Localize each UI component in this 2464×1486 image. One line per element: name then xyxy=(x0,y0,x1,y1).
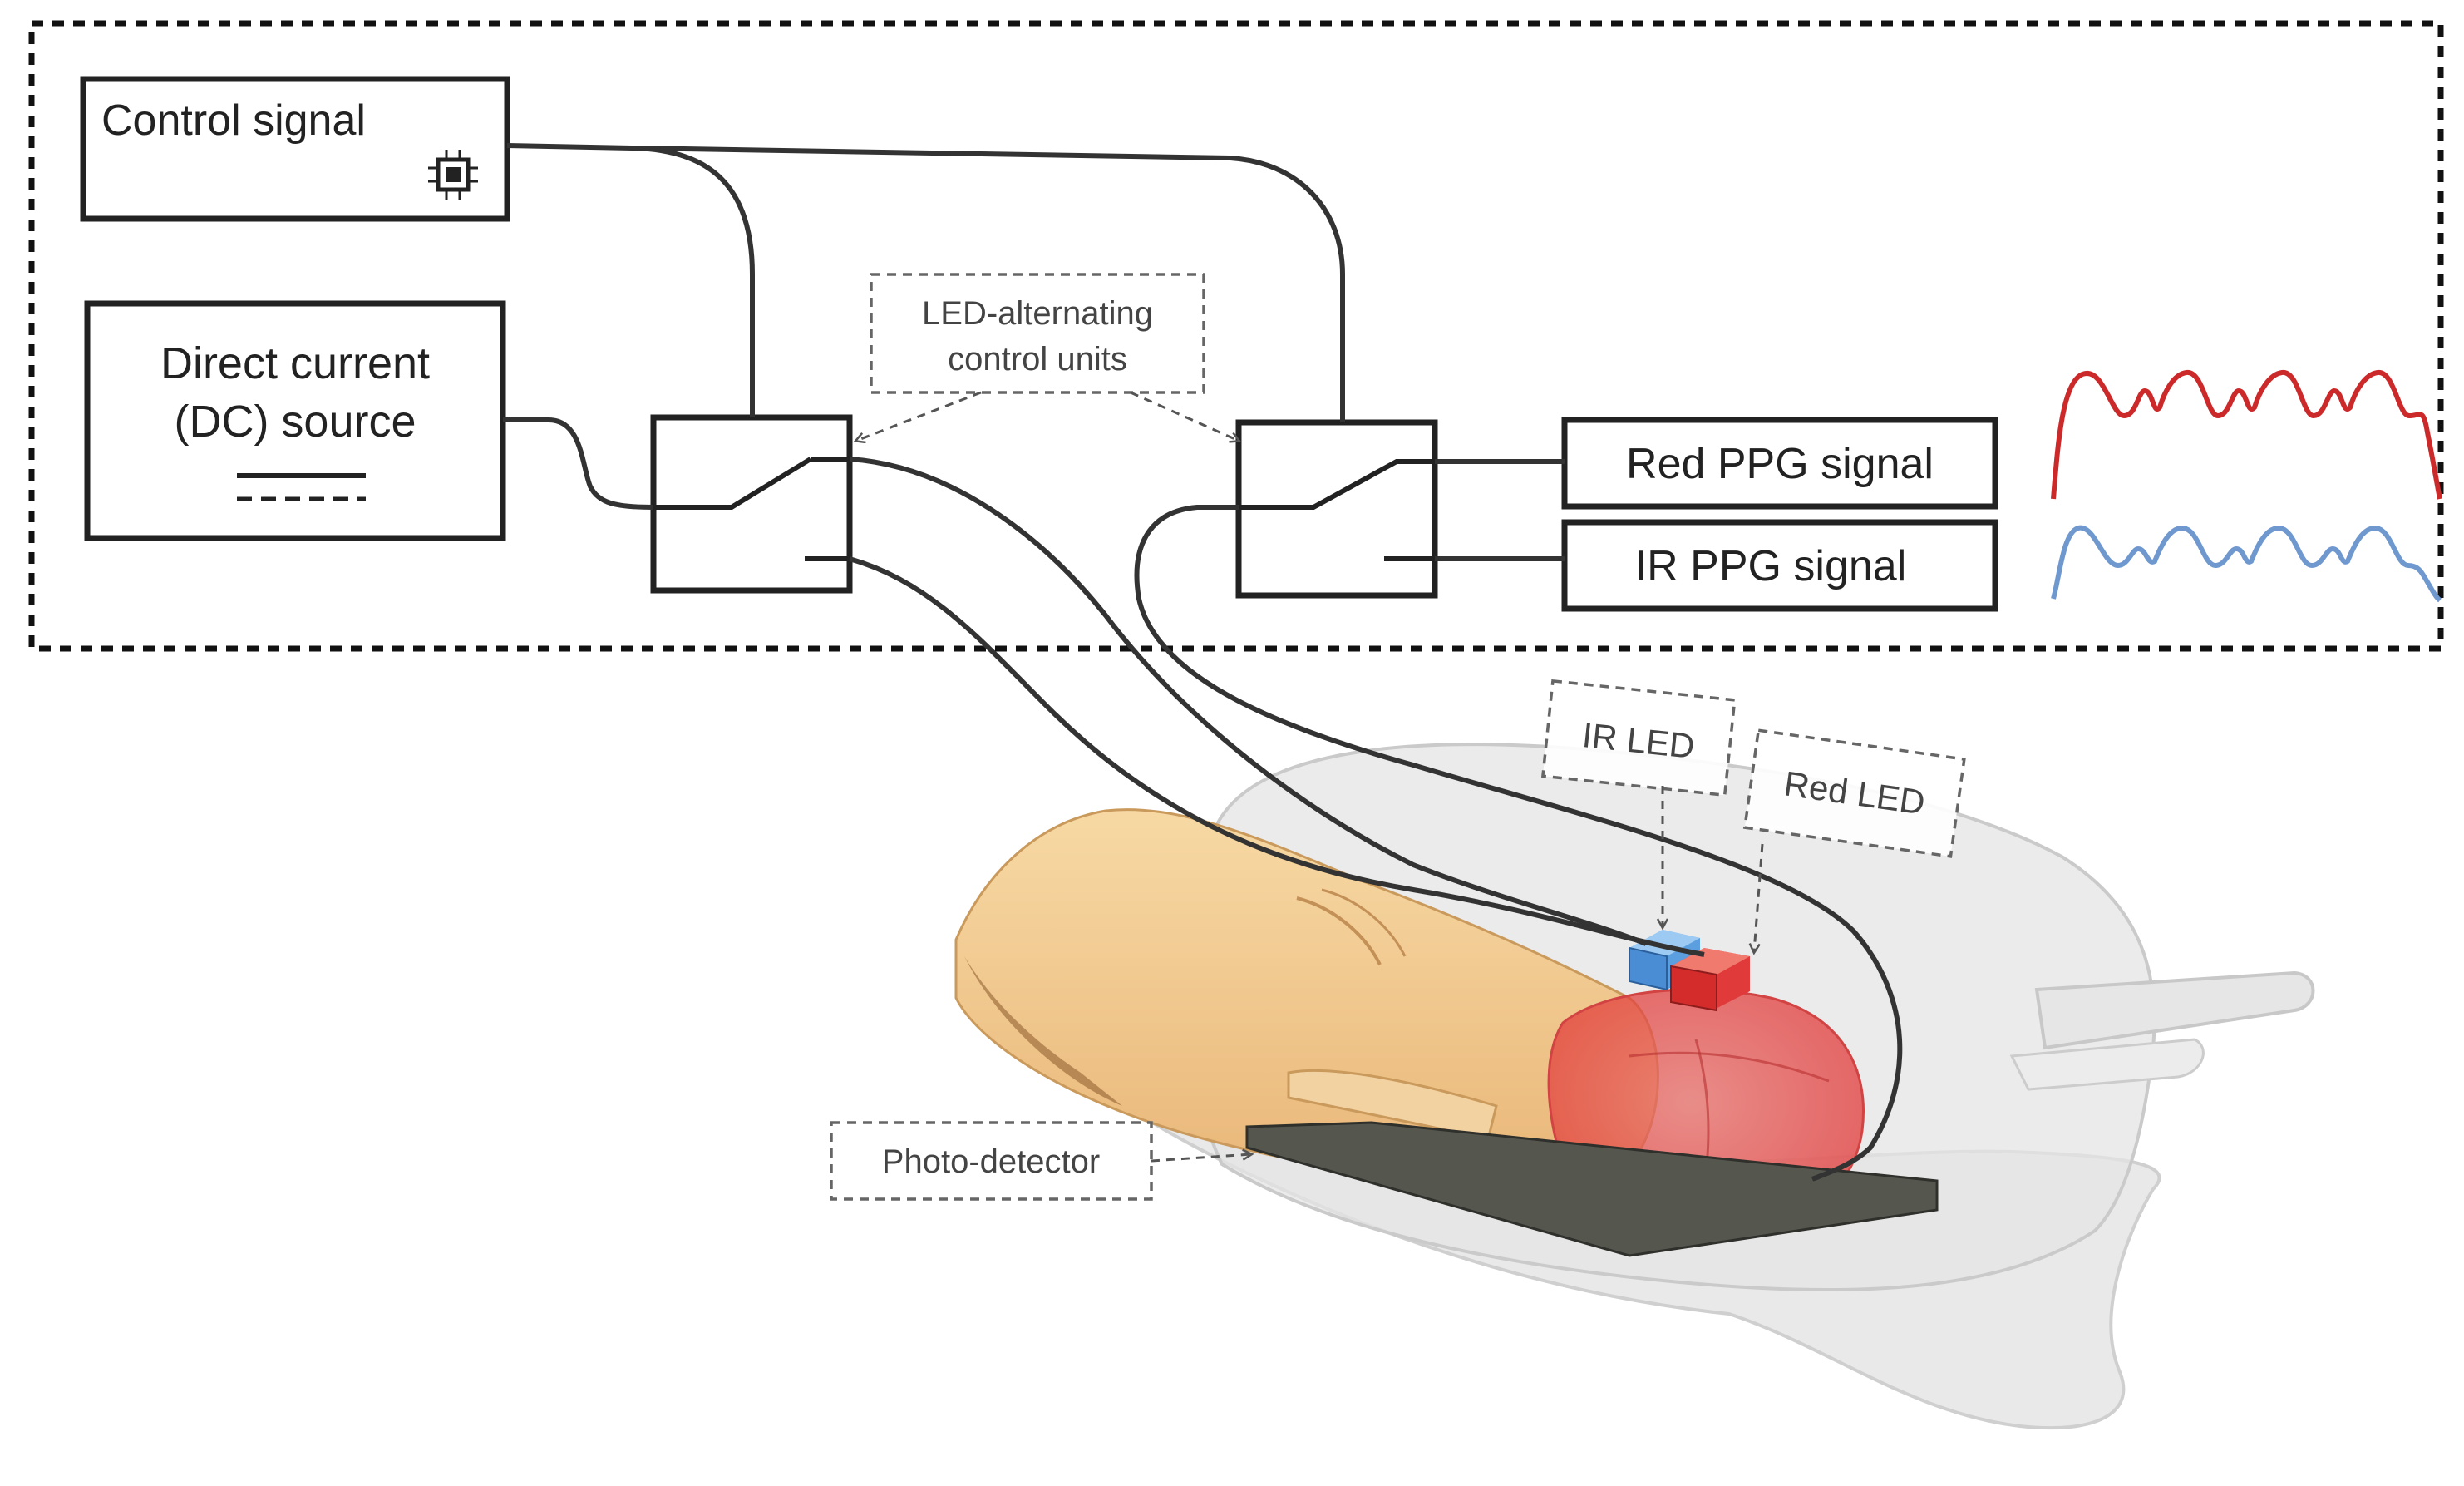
led-control-unit-right xyxy=(1235,419,1438,599)
red-led-callout: Red LED xyxy=(1742,728,1966,858)
wire-control-to-left-switch xyxy=(506,143,755,417)
led-units-label-line1: LED-alternating xyxy=(922,295,1153,332)
fingernail xyxy=(1287,1069,1498,1141)
led-units-callout: LED-alternating control units xyxy=(856,273,1239,441)
photo-detector-label: Photo-detector xyxy=(882,1143,1100,1180)
chip-icon xyxy=(428,150,478,200)
knuckle-crease xyxy=(1296,896,1382,965)
control-signal-box: Control signal xyxy=(80,76,510,222)
dc-source-label-line1: Direct current xyxy=(160,338,430,388)
callout-arrow xyxy=(1130,391,1239,441)
red-ppg-label: Red PPG signal xyxy=(1626,440,1934,488)
photo-detector-plate xyxy=(1245,1121,1939,1257)
red-led-arrow xyxy=(1754,843,1764,952)
clip-lever xyxy=(2034,970,2315,1050)
photo-detector-callout: Photo-detector xyxy=(830,1121,1251,1201)
led-control-unit-left xyxy=(650,414,853,594)
tissue-contour xyxy=(1629,1051,1830,1083)
control-signal-label: Control signal xyxy=(101,96,366,145)
dc-source-box: Direct current (DC) source xyxy=(84,300,506,541)
wire-dc-to-left-switch xyxy=(503,417,654,510)
callout-arrow xyxy=(856,391,982,441)
dc-symbol-icon xyxy=(237,473,366,501)
led-units-label-line2: control units xyxy=(948,341,1127,378)
red-led xyxy=(1670,948,1750,1012)
ir-ppg-box: IR PPG signal xyxy=(1561,519,1998,612)
photo-detector-arrow xyxy=(1151,1154,1251,1163)
knuckle-crease xyxy=(1321,888,1407,957)
wire-photo-detector-return xyxy=(1134,505,1903,1182)
wiring xyxy=(503,143,1903,1182)
ir-ppg-waveform xyxy=(2051,525,2442,603)
ir-led-callout: IR LED xyxy=(1540,679,1737,797)
wire-to-ir-led xyxy=(849,457,1648,946)
finger-clip-illustration xyxy=(954,743,2315,1430)
ir-ppg-label: IR PPG signal xyxy=(1635,542,1907,590)
red-ppg-box: Red PPG signal xyxy=(1561,417,1998,510)
dc-source-label-line2: (DC) source xyxy=(174,397,416,447)
red-ppg-waveform xyxy=(2051,370,2442,500)
wire-control-to-right-switch xyxy=(631,146,1345,422)
wire-to-red-led xyxy=(849,556,1705,957)
clip-hinge xyxy=(2009,1038,2205,1091)
